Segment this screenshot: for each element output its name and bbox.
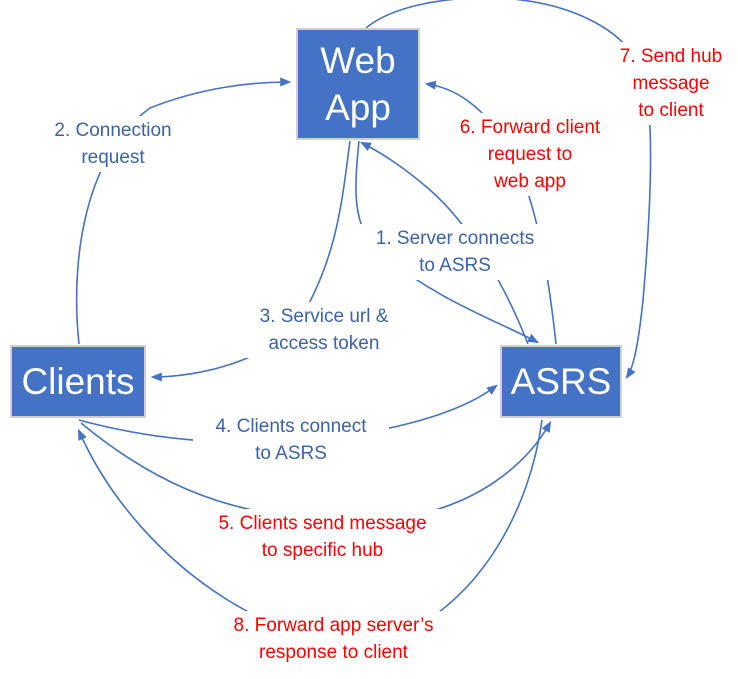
node-clients: Clients — [10, 345, 146, 418]
node-web-app: Web App — [296, 28, 420, 140]
label-step6-forward-client-request: 6. Forward client request to web app — [438, 113, 622, 196]
label-step5-clients-send-message: 5. Clients send message to specific hub — [198, 509, 447, 565]
label-step8-forward-response: 8. Forward app server’s response to clie… — [213, 611, 454, 667]
label-step7-send-hub-message: 7. Send hub message to client — [603, 42, 738, 125]
label-step2-connection-request: 2. Connection request — [30, 116, 196, 172]
node-asrs: ASRS — [500, 345, 622, 418]
label-step4-clients-connect: 4. Clients connect to ASRS — [193, 412, 389, 468]
label-step3-service-url-token: 3. Service url & access token — [235, 302, 413, 358]
arrow-step6-asrs-to-webapp-2 — [359, 141, 529, 345]
label-step1-server-connects: 1. Server connects to ASRS — [355, 224, 555, 280]
